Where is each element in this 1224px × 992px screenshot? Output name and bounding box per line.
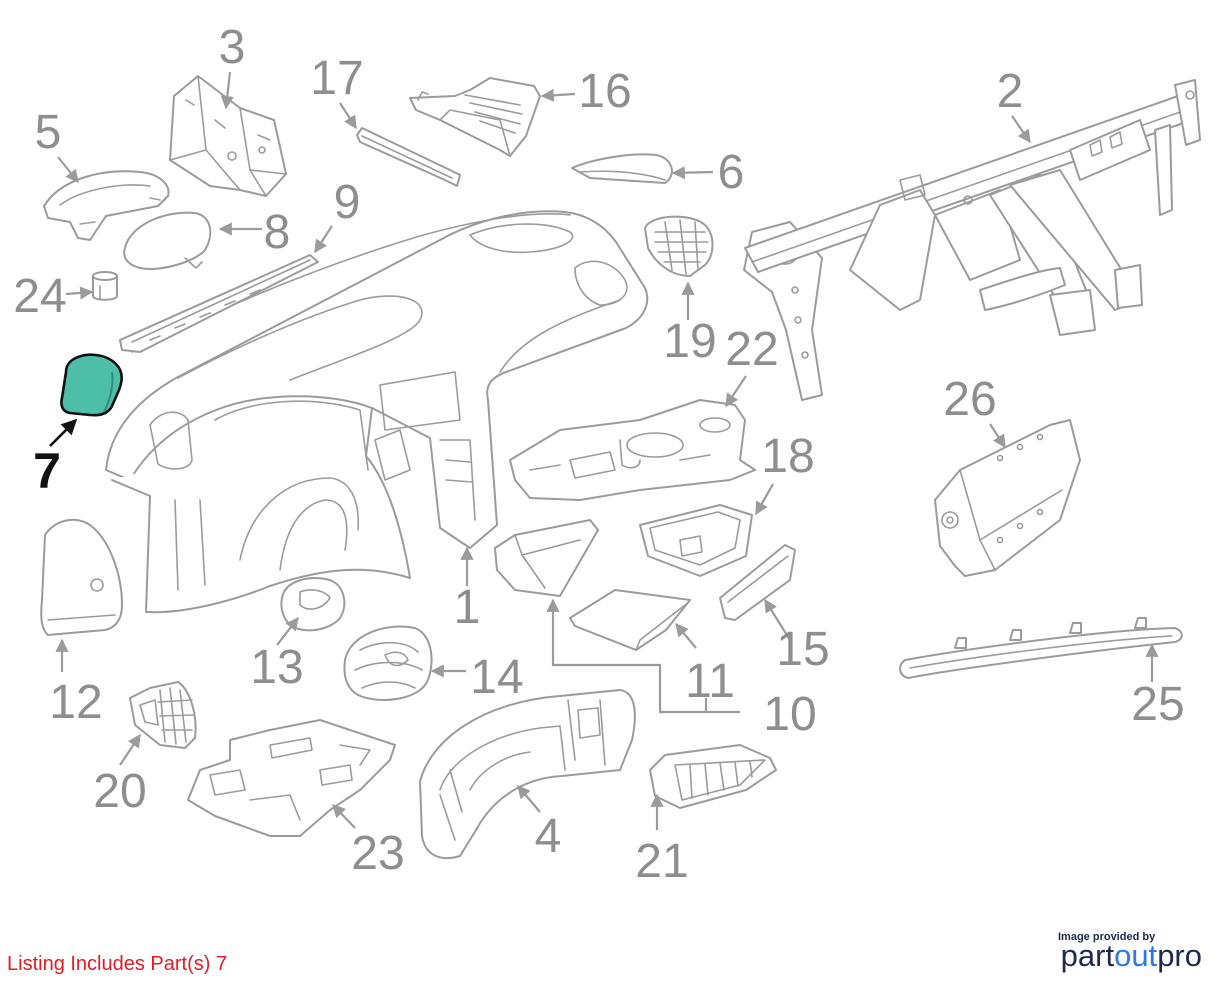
- part-25-rail-drawing: [899, 617, 1183, 679]
- part-11-panel-drawing: [569, 589, 691, 651]
- callout-label-12: 12: [49, 676, 102, 729]
- part-8-oval-cover-drawing: [123, 211, 212, 270]
- callout-label-20: 20: [93, 765, 146, 818]
- callout-label-9: 9: [334, 176, 361, 229]
- callout-label-2: 2: [997, 65, 1024, 118]
- part-12-end-cap-drawing: [40, 518, 123, 636]
- callout-label-6: 6: [718, 146, 745, 199]
- part-19-side-vent-drawing: [644, 215, 714, 277]
- callout-label-7: 7: [33, 443, 61, 499]
- callout-label-13: 13: [250, 641, 303, 694]
- callout-label-22: 22: [725, 323, 778, 376]
- callout-label-5: 5: [35, 106, 62, 159]
- part-24-clip-drawing: [92, 271, 118, 301]
- callout-label-11: 11: [685, 655, 735, 708]
- part-9-vent-strip-drawing: [119, 254, 319, 353]
- callout-label-15: 15: [776, 623, 829, 676]
- callout-label-3: 3: [219, 21, 246, 74]
- callout-label-23: 23: [351, 827, 404, 880]
- part-26-airbag-module-drawing: [934, 419, 1081, 577]
- callout-label-18: 18: [761, 430, 814, 483]
- callout-labels: 1 2 3 4 5 6 7 8 9 10 11 12 13 14 15 16 1…: [13, 21, 1184, 888]
- logo-pro: pro: [1157, 938, 1202, 973]
- part-3-bracket-drawing: [169, 75, 287, 197]
- callout-label-25: 25: [1131, 678, 1184, 731]
- logo-part: part: [1061, 938, 1115, 973]
- callout-label-10: 10: [763, 688, 816, 741]
- part-20-left-vent-drawing: [129, 681, 197, 749]
- part-5-trim-drawing: [43, 170, 170, 241]
- callout-label-1: 1: [454, 581, 481, 634]
- part-14-boot-drawing: [343, 625, 433, 701]
- callout-label-17: 17: [310, 52, 363, 105]
- part-16-vent-assembly-drawing: [409, 77, 541, 157]
- leader-lines: [49, 71, 1159, 830]
- part-21-center-vent-drawing: [649, 744, 777, 809]
- part-10-storage-box-drawing: [494, 519, 599, 597]
- part-22-console-tray-drawing: [509, 399, 756, 501]
- part-17-strip-drawing: [356, 127, 461, 187]
- part-15-trim-strip-drawing: [719, 544, 796, 621]
- part-7-highlighted-drawing: [60, 353, 123, 417]
- listing-note: Listing Includes Part(s) 7: [7, 953, 227, 975]
- partoutpro-logo: partoutpro: [1061, 938, 1202, 973]
- part-2-cross-car-beam-drawing: [743, 79, 1201, 401]
- part-6-lid-drawing: [571, 153, 673, 184]
- part-23-lower-panel-drawing: [187, 719, 396, 837]
- logo-out: out: [1114, 938, 1157, 973]
- callout-label-16: 16: [578, 65, 631, 118]
- part-4-instrument-bezel-drawing: [419, 689, 636, 860]
- part-18-tray-box-drawing: [639, 504, 753, 577]
- callout-label-21: 21: [635, 835, 688, 888]
- callout-label-24: 24: [13, 270, 66, 323]
- image-credit: Image provided by: [1058, 931, 1156, 943]
- callout-label-14: 14: [470, 651, 523, 704]
- callout-label-19: 19: [663, 315, 716, 368]
- callout-label-8: 8: [264, 206, 291, 259]
- callout-label-4: 4: [535, 810, 562, 863]
- part-13-knob-cover-drawing: [280, 577, 346, 632]
- callout-label-26: 26: [943, 373, 996, 426]
- part-1-dashboard-drawing: [105, 210, 649, 614]
